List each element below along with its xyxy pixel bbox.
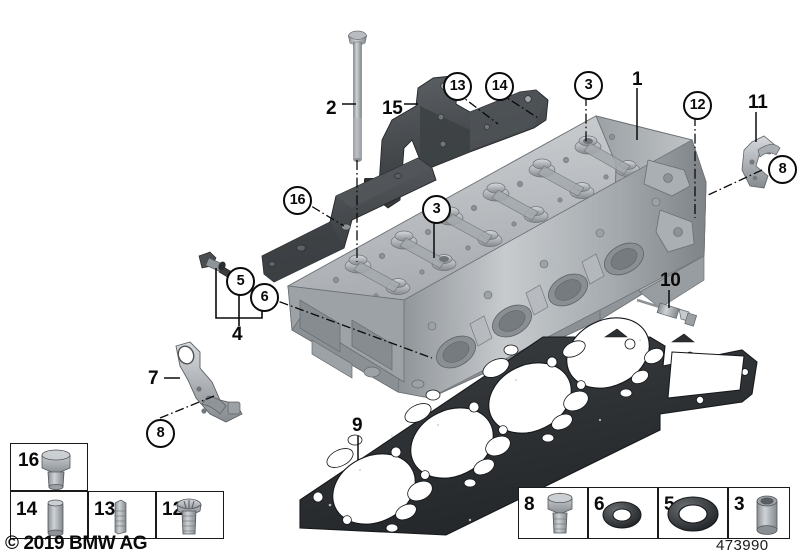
part-long-cylinder-head-bolt bbox=[347, 30, 368, 162]
part-lower-rail-bracket bbox=[261, 157, 437, 283]
callout-13[interactable]: 13 bbox=[443, 72, 472, 101]
sleeve-bush-icon bbox=[756, 495, 778, 535]
hex-flange-bolt-icon bbox=[41, 449, 71, 490]
large-oring-icon bbox=[667, 496, 719, 532]
copyright-notice: © 2019 BMW AG bbox=[5, 533, 148, 554]
legend-number-3: 3 bbox=[734, 494, 745, 515]
callout-3-lower[interactable]: 3 bbox=[422, 195, 451, 224]
callout-9[interactable]: 9 bbox=[352, 415, 363, 436]
callout-8-lower[interactable]: 8 bbox=[146, 419, 175, 448]
callout-8-upper[interactable]: 8 bbox=[768, 155, 797, 184]
callout-6[interactable]: 6 bbox=[250, 283, 279, 312]
callout-5[interactable]: 5 bbox=[226, 267, 255, 296]
small-oring-icon bbox=[602, 501, 642, 529]
legend-number-5: 5 bbox=[664, 494, 675, 515]
callout-15[interactable]: 15 bbox=[382, 98, 403, 119]
torx-flange-bolt-icon bbox=[176, 498, 202, 535]
callout-1[interactable]: 1 bbox=[632, 69, 643, 90]
legend-number-13: 13 bbox=[94, 499, 116, 520]
callout-3-upper[interactable]: 3 bbox=[574, 71, 603, 100]
part-glow-plug bbox=[636, 298, 698, 327]
callout-10[interactable]: 10 bbox=[660, 270, 681, 291]
hex-bolt-icon bbox=[547, 492, 573, 534]
dowel-pin-icon bbox=[47, 499, 64, 537]
part-lifting-eye-bracket bbox=[175, 341, 243, 423]
callout-7[interactable]: 7 bbox=[148, 368, 159, 389]
callout-14[interactable]: 14 bbox=[485, 72, 514, 101]
part-cylinder-head-casting bbox=[286, 115, 707, 399]
threaded-stud-icon bbox=[114, 499, 127, 535]
diagram-part-number: 473990 bbox=[716, 537, 769, 554]
legend-number-6: 6 bbox=[594, 494, 605, 515]
callout-4[interactable]: 4 bbox=[232, 324, 243, 345]
callout-2[interactable]: 2 bbox=[326, 98, 337, 119]
callout-16[interactable]: 16 bbox=[283, 186, 312, 215]
callout-11[interactable]: 11 bbox=[748, 92, 768, 113]
part-cylinder-head-gasket bbox=[299, 317, 758, 536]
legend-number-8: 8 bbox=[524, 494, 535, 515]
legend-number-16: 16 bbox=[18, 450, 40, 471]
legend-number-14: 14 bbox=[16, 499, 38, 520]
callout-12[interactable]: 12 bbox=[683, 91, 712, 120]
